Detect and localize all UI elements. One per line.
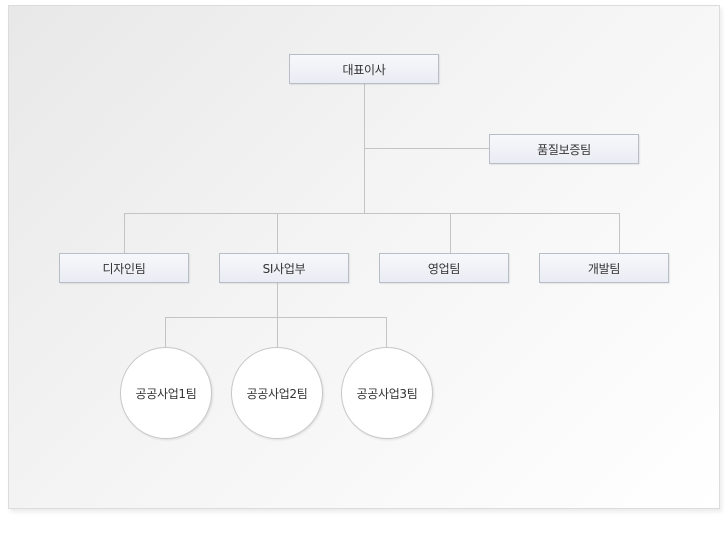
team-circle-public-2: 공공사업2팀 [231,347,323,439]
team-circle-public-3: 공공사업3팀 [341,347,433,439]
qa-team-box: 품질보증팀 [489,134,639,164]
department-box-development: 개발팀 [539,253,669,283]
ceo-box: 대표이사 [289,54,439,84]
team-circle-public-1: 공공사업1팀 [120,347,212,439]
department-box-design: 디자인팀 [59,253,189,283]
department-box-si: SI사업부 [219,253,349,283]
department-box-sales: 영업팀 [379,253,509,283]
